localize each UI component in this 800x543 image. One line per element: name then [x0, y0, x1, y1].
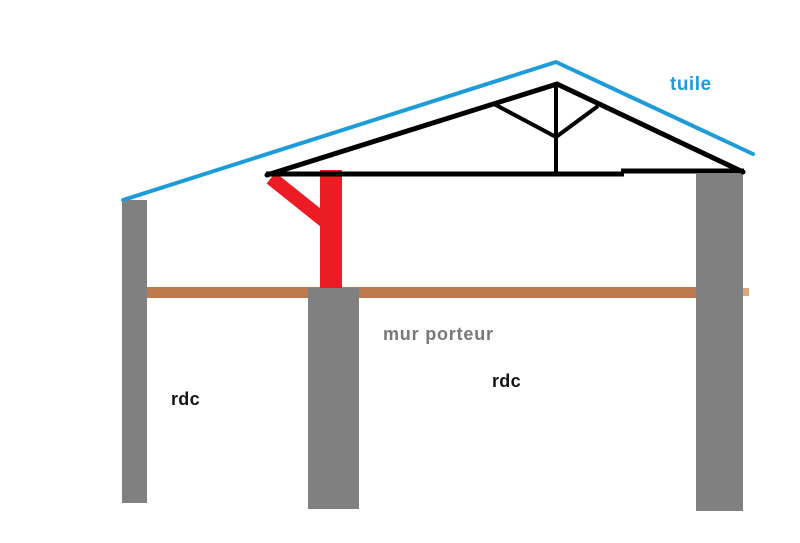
truss-web-right	[554, 104, 600, 139]
wall-left-column	[122, 200, 147, 503]
truss-left-rafter	[264, 81, 560, 178]
red-post	[320, 170, 342, 288]
truss-web-left	[493, 102, 557, 139]
truss-right-rafter	[554, 81, 746, 175]
label-rdc-left: rdc	[171, 389, 200, 409]
floor-beam	[147, 287, 696, 298]
roof-tile-line	[121, 60, 755, 202]
label-rdc-right: rdc	[492, 371, 521, 391]
floor-beam-stub	[743, 288, 749, 296]
label-mur-porteur: mur porteur	[383, 324, 494, 344]
label-tuile: tuile	[670, 74, 712, 95]
wall-right-column	[696, 174, 743, 511]
red-brace	[266, 172, 331, 228]
wall-center-column	[308, 288, 359, 509]
